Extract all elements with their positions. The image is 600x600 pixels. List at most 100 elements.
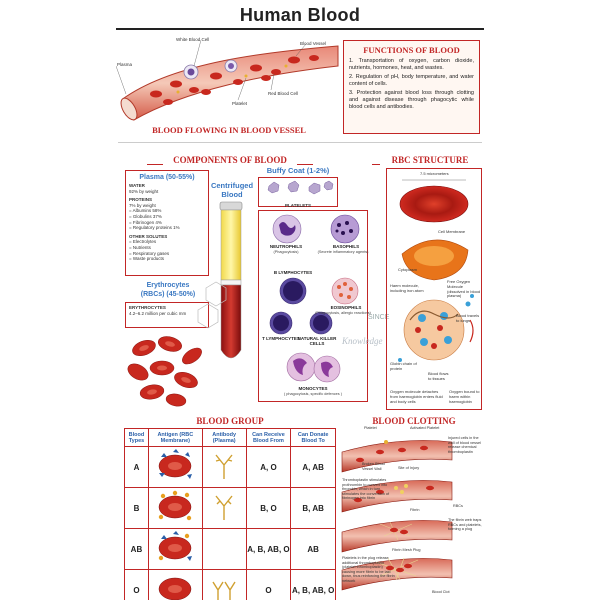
water-text: 92% by weight <box>129 188 159 194</box>
basophil-cell <box>330 214 360 244</box>
header-blood-types: Blood Types <box>124 428 149 447</box>
antigen-cell <box>147 446 203 488</box>
receive-cell: A, B, AB, O <box>245 528 292 570</box>
clot-release-text: Platelets in the plug release additional… <box>342 556 395 583</box>
rbc-bound-label: Oxygen bound to haem within haemoglobin <box>449 389 480 404</box>
clot-injured-text: Injured cells in the wall of blood vesse… <box>448 436 481 454</box>
solutes-line: = Nutrients <box>129 244 151 250</box>
table-header-row: Blood Types Antigen (RBC Membrane) Antib… <box>124 428 336 447</box>
rbc-globin-label: Globin chain of protein <box>390 361 417 371</box>
proteins-line: 7% by weight <box>129 202 156 208</box>
rbc-membrane-label: Cell Membrane <box>438 229 466 234</box>
donate-cell: AB <box>290 528 336 570</box>
receive-cell: A, O <box>245 446 292 488</box>
header-donate: Can Donate Blood To <box>290 428 336 447</box>
rbc-haem-label: Haem molecule, including iron atom <box>390 283 424 293</box>
haemoglobin-molecule <box>403 299 465 361</box>
proteins-line: = Albumins 58% <box>129 208 162 214</box>
clot-stage <box>341 480 453 513</box>
wbc-name: NATURAL KILLER CELLS <box>297 336 337 346</box>
clot-fibrin-label: Fibrin <box>410 508 420 512</box>
clot-stage <box>341 440 453 473</box>
function-item: 3. Protection against blood loss through… <box>349 90 474 110</box>
clot-stage <box>341 557 453 591</box>
label-rbc: Red Blood Cell <box>268 91 299 96</box>
header-antigen: Antigen (RBC Membrane) <box>147 428 203 447</box>
receive-cell: O <box>245 569 292 600</box>
antigen-cell <box>147 528 203 570</box>
title-rule <box>297 164 313 165</box>
clot-site-label: Site of Injury <box>398 466 420 470</box>
wbc-name: B LYMPHOCYTES <box>273 270 313 275</box>
clot-thrombo-text: Thromboplastin stimulates prothrombin to… <box>342 478 390 501</box>
clot-stage <box>341 520 453 553</box>
wbc-name: T LYMPHOCYTES <box>262 336 300 341</box>
platelets-box: PLATELETS <box>258 177 338 208</box>
blood-group-title: BLOOD GROUP <box>196 416 264 426</box>
rbc-antigen-o <box>159 577 192 600</box>
rbc-to-lungs-label: Blood travels to lungs <box>456 313 480 323</box>
plasma-title: Plasma (50-55%) <box>139 174 195 181</box>
blood-type-cell: A <box>124 446 149 488</box>
rbc-disc <box>399 185 469 223</box>
proteins-line: = Regulatory proteins 1% <box>129 225 180 231</box>
clot-trap-text: The fibrin web traps RBCs and platelets,… <box>448 518 482 532</box>
title-rule <box>372 164 380 165</box>
label-plasma: Plasma <box>117 62 133 67</box>
wbc-sub: (Secrete inflammatory agents) <box>317 250 369 254</box>
wbc-name: EOSINOPHILS <box>330 305 362 310</box>
antibody-icon <box>212 581 236 600</box>
antibody-cell <box>201 569 247 600</box>
blood-type-cell: O <box>124 569 149 600</box>
watermark-logo <box>197 281 227 329</box>
functions-title: FUNCTIONS OF BLOOD <box>363 45 460 55</box>
clotting-title: BLOOD CLOTTING <box>372 416 456 426</box>
wbc-sub: ( phagocytosis, specific defences ) <box>283 392 343 396</box>
ery-title-1: Erythrocytes <box>146 282 190 289</box>
antibody-icon <box>215 454 233 479</box>
rbc-structure-diagram <box>398 179 474 362</box>
antigen-cell <box>147 569 203 600</box>
table-row: O O A, B, AB, O <box>124 569 336 600</box>
solutes-line: = Waste products <box>129 256 164 262</box>
rbc-size-label: 7.5 micrometers <box>420 171 449 176</box>
rbc-title: RBC STRUCTURE <box>391 155 469 165</box>
clotting-diagram <box>341 440 453 591</box>
water-head: WATER <box>129 183 145 188</box>
rbc-antigen-ab <box>159 531 193 561</box>
solutes-line: = Electrolytes <box>129 239 157 245</box>
receive-cell: B, O <box>245 487 292 529</box>
centrifuged-label-1: Centrifuged <box>210 181 254 190</box>
platelets-label: PLATELETS <box>285 203 311 208</box>
wbc-sub: (Phagocytosis) <box>273 250 299 254</box>
rbc-cluster <box>127 336 202 407</box>
donate-cell: A, AB <box>290 446 336 488</box>
antibody-cell <box>201 487 247 529</box>
table-row: B B, O B, AB <box>124 487 336 529</box>
rbc-detach-label: Oxygen molecule detaches from haemoglobi… <box>390 389 443 404</box>
rbc-structure-box <box>386 168 482 410</box>
ery-title-2: (RBCs) (45-50%) <box>140 291 196 298</box>
no-antibody-icon <box>208 533 240 563</box>
donate-cell: B, AB <box>290 487 336 529</box>
blood-group-table: Blood Types Antigen (RBC Membrane) Antib… <box>124 428 336 600</box>
clot-platelet-label: Platelet <box>364 426 377 430</box>
rbc-free-o2-label: Free Oxygen Molecule (dissolved in blood… <box>447 279 481 299</box>
label-platelet: Platelet <box>232 101 248 106</box>
table-row: AB A, B, AB, O AB <box>124 528 336 570</box>
ery-box: ERYTHROCYTES 4.2–6.2 million per cubic m… <box>125 302 209 328</box>
antibody-cell <box>201 528 247 570</box>
functions-box: FUNCTIONS OF BLOOD 1. Transportation of … <box>343 40 480 134</box>
page-title: Human Blood <box>239 5 361 25</box>
watermark-knowledge: Knowledge <box>342 336 383 346</box>
buffy-title: Buffy Coat (1-2%) <box>266 166 330 175</box>
solutes-line: = Respiratory gases <box>129 250 170 256</box>
rbc-to-tissues-label: Blood flows to tissues <box>428 371 449 381</box>
eosinophil-cell <box>331 277 359 305</box>
rbc-antigen-b <box>159 490 192 521</box>
function-item: 2. Regulation of pH, body temperature, a… <box>349 74 474 87</box>
test-tube <box>219 201 243 359</box>
rbc-cytoplasm-label: Cytoplasm <box>398 267 417 272</box>
plasma-box: Plasma (50-55%) WATER 92% by weight PROT… <box>125 170 209 276</box>
antibody-icon <box>215 495 233 520</box>
